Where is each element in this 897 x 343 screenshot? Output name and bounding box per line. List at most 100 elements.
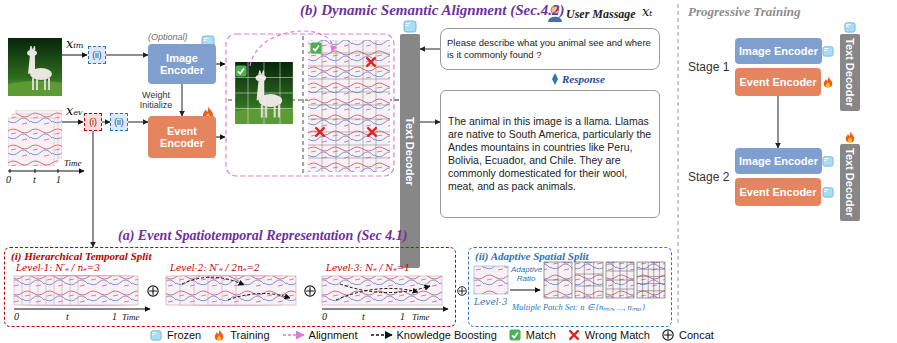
spatial-split-art <box>510 290 540 291</box>
box-text: Image Encoder <box>739 45 818 57</box>
connector-arrow <box>420 122 440 123</box>
connector-arrow <box>93 131 94 247</box>
divider-line <box>678 4 679 326</box>
section-heading: (a) Event Spatiotemporal Representation … <box>118 228 407 244</box>
temporal-split-art <box>148 286 158 296</box>
axis-tick: t <box>33 174 36 185</box>
box-text: Event Encoder <box>739 76 816 88</box>
axis-title: Time <box>64 158 82 168</box>
level-label: Level-2: N′ₑ / 2nₑ=2 <box>170 263 260 273</box>
box-text: (ii) Adaptive Spatial Split <box>475 250 589 262</box>
frozen-icon <box>150 329 164 341</box>
spatial-split-art <box>606 262 634 298</box>
connector-arrow <box>182 84 183 116</box>
temporal-split-art <box>182 277 244 285</box>
concat-symbol <box>663 330 673 340</box>
legend-entry: Wrong Match <box>568 329 650 341</box>
rgb-image <box>8 38 62 96</box>
alignment-line <box>282 329 306 341</box>
chat-bubble: Please describe what you animal see and … <box>440 28 660 70</box>
input-arrow <box>62 55 87 56</box>
connector-arrow <box>106 55 148 56</box>
temporal-split-art <box>228 293 290 300</box>
speaker-name: Response <box>562 73 605 85</box>
axis-tick: t <box>66 311 69 322</box>
step-box: (ii) <box>110 113 128 131</box>
box-text: Event Encoder <box>739 186 816 198</box>
encoder-box: (Optional)Image Encoder <box>148 44 216 84</box>
box-text: (ii) <box>92 50 101 60</box>
connector-arrow <box>778 96 779 148</box>
response-box: The animal in this image is a llama. Lla… <box>440 90 660 218</box>
temporal-split-art <box>340 284 430 293</box>
math-symbol: xᵢₘ <box>66 36 84 51</box>
alignment-region <box>226 31 394 176</box>
axis-tick: 0 <box>14 311 19 322</box>
encoder-box: Image Encoder <box>735 148 822 174</box>
speaker-name: User Massage <box>566 7 636 22</box>
temporal-split-art <box>14 309 150 310</box>
alignment-region <box>232 62 296 124</box>
match-icon <box>509 329 523 341</box>
legend-entry: Alignment <box>282 329 358 341</box>
connector-arrow <box>128 122 148 123</box>
spatial-split-art <box>575 262 603 298</box>
axis-tick: 1 <box>400 311 405 322</box>
decoder-bar: Text Decoder <box>840 144 860 221</box>
decoder-bar: Text Decoder <box>840 34 860 111</box>
connector-arrow <box>420 49 440 50</box>
level-label: Level-1: N′ₑ / nₑ=3 <box>16 263 100 273</box>
spatial-split-art <box>637 262 665 298</box>
temporal-split-art <box>336 288 418 300</box>
alignment-region <box>310 42 321 53</box>
legend-entry: Frozen <box>150 329 201 341</box>
wrong-icon <box>568 329 582 341</box>
concat-symbol <box>662 329 676 341</box>
alignment-region <box>250 31 333 66</box>
temporal-split-art <box>305 286 315 296</box>
legend-entry: Concat <box>662 329 714 341</box>
encoder-box: Event Encoder <box>735 178 821 206</box>
alignment-region <box>308 40 390 172</box>
alignment-region <box>368 128 376 136</box>
match-icon <box>509 329 520 340</box>
frozen-icon <box>151 331 161 340</box>
encoder-box: Image Encoder <box>735 38 822 64</box>
alignment-region <box>303 36 304 174</box>
box-note: (Optional) <box>148 32 188 42</box>
legend-entry: Training <box>213 329 269 341</box>
box-text: (i) Hierarchical Temporal Split <box>11 250 151 262</box>
alignment-line <box>283 334 304 336</box>
box-text: Text Decoder <box>844 38 856 107</box>
temporal-split-art <box>322 276 442 305</box>
encoder-box: Event Encoder <box>735 68 821 96</box>
spatial-split-art <box>544 262 572 298</box>
rgb-image <box>8 38 62 96</box>
spatial-split-art <box>544 262 572 298</box>
axis-title: Time <box>412 312 430 322</box>
temporal-split-art <box>236 276 296 305</box>
box-text: Text Decoder <box>844 148 856 217</box>
section-panel: (i) Hierarchical Temporal Split <box>4 247 456 327</box>
wrong-icon <box>570 331 578 339</box>
state-icon <box>404 21 416 32</box>
axis-tick: 0 <box>322 311 327 322</box>
temporal-split-art <box>14 276 448 309</box>
legend-text: Knowledge Boosting <box>397 329 497 341</box>
event-image <box>10 169 58 173</box>
input-arrow <box>394 100 399 101</box>
spatial-split-art <box>575 262 603 298</box>
box-text: Image Encoder <box>151 52 213 76</box>
step-box: (i) <box>84 113 102 131</box>
alignment-region <box>316 128 324 136</box>
event-image <box>8 110 84 173</box>
state-icon <box>824 76 833 87</box>
stage-label: Stage 1 <box>688 60 729 74</box>
state-icon <box>846 131 855 142</box>
axis-title: Time <box>122 312 140 322</box>
legend-entry: Match <box>509 329 556 341</box>
annotation: Adaptive Ratio <box>511 265 541 283</box>
alignment-region <box>308 40 390 172</box>
axis-tick: 1 <box>56 174 61 185</box>
